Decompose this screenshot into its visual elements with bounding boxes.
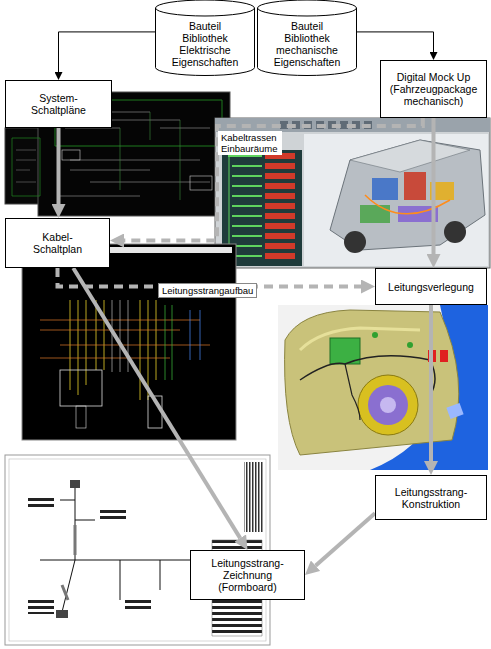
edge-label: Kabeltrassen Einbauräume — [218, 131, 282, 155]
cad-screenshot-part — [228, 156, 262, 256]
process-box: Kabel- Schaltplan — [5, 218, 110, 268]
flow-arrow — [357, 32, 434, 52]
flow-arrow — [315, 513, 375, 565]
process-box: Leitungsstrang- Konstruktion — [375, 475, 487, 520]
cylinder-rim — [258, 8, 357, 16]
formboard-drawing-part — [70, 480, 80, 488]
dashed-flow-arrow — [124, 118, 423, 241]
flow-arrow — [59, 32, 156, 72]
node-label: System- Schaltpläne — [19, 92, 99, 116]
cad-screenshot-part — [344, 231, 366, 253]
process-box: System- Schaltpläne — [5, 80, 112, 128]
door-routing-render-part — [278, 305, 488, 470]
process-box: Leitungsstrang- Zeichnung (Formboard) — [190, 550, 305, 600]
cylinder-body — [156, 0, 255, 76]
library-cylinder: Bauteil Bibliothek mechanische Eigenscha… — [257, 0, 357, 76]
door-routing-render-part — [380, 397, 396, 413]
cable-schematic-screenshot-part — [165, 305, 172, 380]
cylinder-body — [258, 0, 357, 76]
formboard-drawing-part — [28, 496, 54, 508]
formboard-drawing-part — [100, 510, 126, 522]
formboard-drawing-part — [40, 485, 205, 612]
system-schematic-screenshot-part — [62, 150, 80, 160]
formboard-drawing-part — [56, 610, 68, 618]
system-schematic-screenshot-part — [120, 112, 180, 200]
door-routing-render-part — [372, 332, 378, 338]
process-box: Digital Mock Up (Fahrzeugpackage mechani… — [380, 60, 487, 118]
node-label: Digital Mock Up (Fahrzeugpackage mechani… — [384, 71, 484, 107]
cable-schematic-screenshot-part — [190, 310, 200, 360]
formboard-drawing-part — [28, 600, 54, 614]
node-label: Leitungsstrang- Zeichnung (Formboard) — [203, 557, 293, 593]
formboard-drawing-part — [244, 462, 264, 532]
system-schematic-screenshot — [5, 92, 230, 216]
cad-screenshot-part — [229, 156, 230, 256]
cable-schematic-screenshot — [22, 244, 236, 440]
cable-schematic-screenshot-part — [70, 300, 156, 400]
cad-screenshot-part — [265, 153, 295, 259]
cable-schematic-screenshot-part — [60, 370, 102, 406]
node-label: Bauteil Bibliothek mechanische Eigenscha… — [271, 20, 343, 68]
cable-schematic-screenshot-part — [76, 406, 86, 428]
cad-screenshot-part — [360, 205, 390, 223]
cad-screenshot — [215, 118, 490, 268]
cable-schematic-screenshot-part — [22, 244, 236, 440]
cad-screenshot-part — [365, 195, 450, 214]
cad-screenshot-part — [215, 118, 490, 268]
cad-screenshot-part — [350, 140, 470, 172]
cad-screenshot-part — [404, 172, 426, 200]
door-routing-render-part — [407, 342, 413, 348]
door-routing-render-part — [300, 356, 435, 395]
edge-label: Leitungsstrangaufbau — [158, 283, 257, 298]
library-cylinder: Bauteil Bibliothek Elektrische Eigenscha… — [155, 0, 255, 76]
door-routing-render-part — [440, 350, 448, 362]
node-label: Leitungsstrang- Konstruktion — [381, 486, 481, 510]
flow-arrow — [432, 118, 436, 254]
door-routing-render — [278, 305, 488, 470]
door-routing-render-part — [446, 403, 463, 419]
process-box: Leitungsverlegung — [375, 268, 487, 305]
node-label: Leitungsverlegung — [388, 281, 474, 293]
formboard-drawing-part — [125, 600, 151, 612]
door-routing-render-part — [368, 385, 408, 425]
formboard-drawing-part — [62, 525, 75, 600]
flow-arrow — [429, 305, 433, 461]
system-schematic-screenshot-part — [16, 150, 36, 182]
system-schematic-screenshot-part — [12, 138, 40, 196]
cad-screenshot-part — [372, 178, 398, 200]
node-label: Kabel- Schaltplan — [18, 231, 98, 255]
system-schematic-screenshot-part — [190, 176, 212, 190]
node-label: Bauteil Bibliothek Elektrische Eigenscha… — [169, 20, 241, 68]
flow-arrow — [73, 268, 240, 538]
cylinder-rim — [156, 8, 255, 16]
door-routing-render-part — [345, 364, 360, 420]
cad-screenshot-part — [444, 221, 466, 243]
cad-screenshot-part — [304, 134, 488, 266]
flow-arrow — [57, 128, 61, 204]
door-routing-render-part — [358, 375, 418, 435]
